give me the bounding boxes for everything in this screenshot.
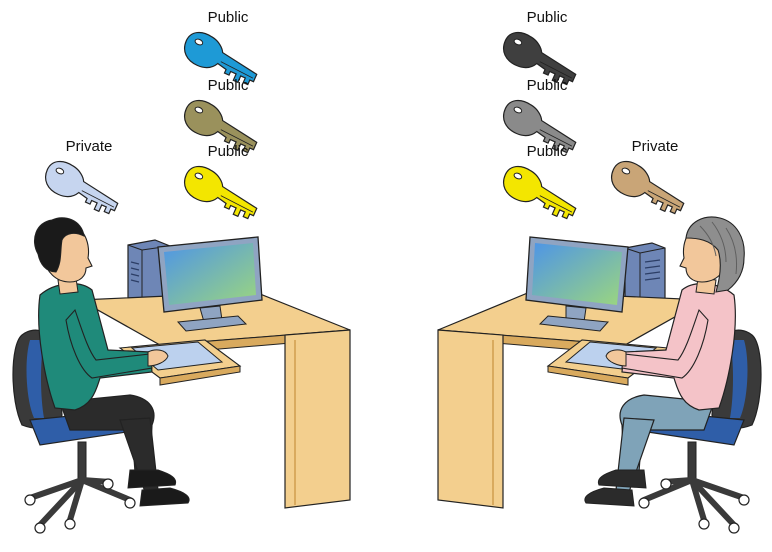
right-private-key-label: Private <box>632 138 679 155</box>
key-icon <box>40 157 124 218</box>
right-public-key-2-label: Public <box>527 77 568 94</box>
left-private-key: Private <box>40 138 124 218</box>
right-public-key-3-label: Public <box>527 143 568 160</box>
key-icon <box>179 162 263 223</box>
key-icon <box>606 157 690 218</box>
right-workstation <box>438 217 761 533</box>
right-public-key-1-label: Public <box>527 9 568 26</box>
left-private-key-label: Private <box>66 138 113 155</box>
right-public-key-3: Public <box>498 143 582 223</box>
left-public-key-3: Public <box>179 143 263 223</box>
left-public-key-2-label: Public <box>208 77 249 94</box>
left-public-key-3-label: Public <box>208 143 249 160</box>
left-workstation <box>13 218 350 533</box>
key-icon <box>498 162 582 223</box>
right-private-key: Private <box>606 138 690 218</box>
left-public-key-1-label: Public <box>208 9 249 26</box>
